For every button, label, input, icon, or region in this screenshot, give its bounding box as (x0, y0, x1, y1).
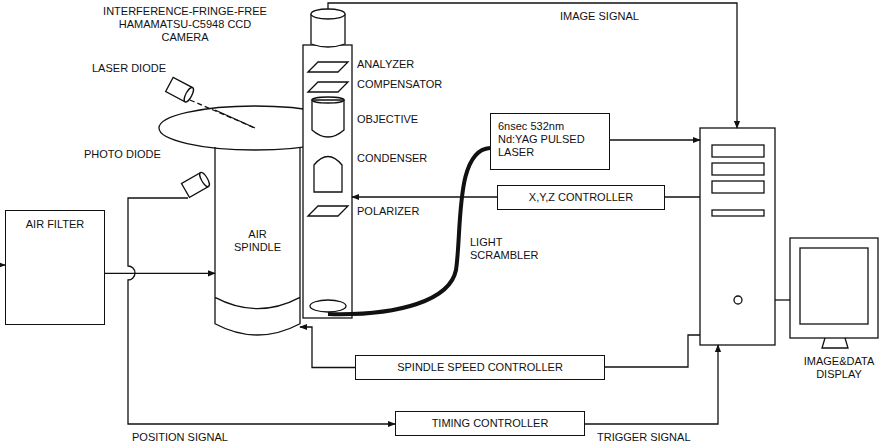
part-name: PHOTO DIODE (84, 148, 161, 161)
signal-name: TRIGGER SIGNAL (597, 431, 691, 444)
part-name: LASER DIODE (92, 62, 166, 75)
part-name: COMPENSATOR (357, 78, 442, 91)
display-cable (775, 299, 790, 300)
part-name: ANALYZER (357, 58, 414, 71)
node-text: SPINDLE SPEED CONTROLLER (397, 361, 563, 374)
laser-trigger-wire (610, 139, 700, 140)
image-signal-wire (328, 3, 737, 128)
spindle-cylinder: AIR SPINDLE (215, 147, 300, 335)
signal-name: IMAGE SIGNAL (560, 10, 639, 23)
node-text: 6nsec 532nm Nd:YAG PULSED LASER (498, 120, 602, 159)
light-source-lens (310, 300, 346, 312)
condenser-lens (314, 157, 342, 193)
camera-label: INTERFERENCE-FRINGE-FREE HAMAMATSU-C5948… (95, 5, 275, 44)
node-text: AIR FILTER (10, 218, 100, 231)
laser-beam (190, 100, 255, 128)
controller-box: X,Y,Z CONTROLLER (497, 185, 665, 210)
part-name: LIGHT SCRAMBLER (470, 236, 548, 262)
microscope-frame (303, 45, 352, 318)
fiber-scrambler (328, 148, 490, 314)
monitor (790, 238, 878, 348)
photo-diode (181, 171, 211, 197)
part-name: OBJECTIVE (357, 113, 418, 126)
filter-box: AIR FILTER (5, 210, 105, 325)
ccd-camera (311, 9, 345, 47)
disk-radius (215, 110, 255, 128)
node-text: TIMING CONTROLLER (432, 417, 549, 430)
compensator-plate (308, 82, 348, 92)
analyzer-plate (308, 62, 348, 72)
computer-tower (700, 128, 775, 345)
position-signal-wire (128, 198, 395, 424)
node-text: AIR SPINDLE (228, 228, 288, 254)
controller-box: SPINDLE SPEED CONTROLLER (355, 355, 605, 380)
polarizer-plate (308, 206, 348, 216)
controller-box: TIMING CONTROLLER (395, 411, 585, 436)
xyz-control-wire (665, 196, 700, 197)
air-line (105, 273, 215, 274)
objective-lens (312, 100, 344, 137)
laser-box: 6nsec 532nm Nd:YAG PULSED LASER (490, 113, 610, 170)
part-name: POLARIZER (357, 205, 419, 218)
node-text: X,Y,Z CONTROLLER (529, 191, 633, 204)
speed-control-wire (605, 335, 700, 367)
signal-name: POSITION SIGNAL (132, 431, 228, 444)
stage-drive-wire (352, 196, 497, 197)
part-name: CONDENSER (357, 152, 427, 165)
air-line (300, 327, 355, 368)
laser-diode (166, 77, 196, 103)
part-name: IMAGE&DATA DISPLAY (798, 355, 880, 381)
